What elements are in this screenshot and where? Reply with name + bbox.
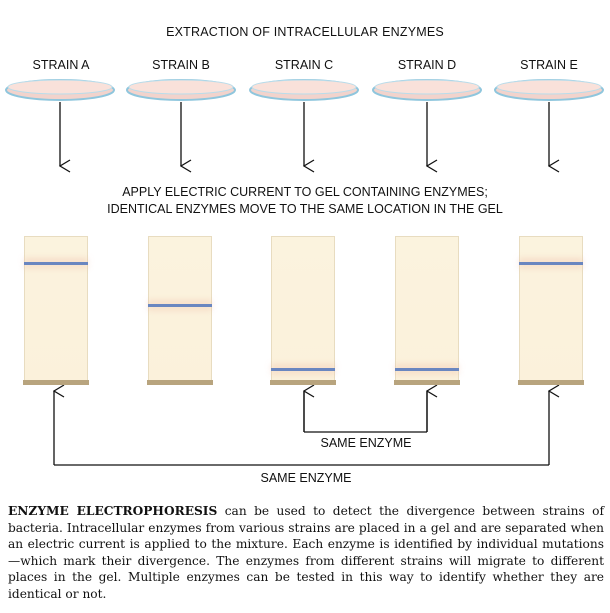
strain-label-d: STRAIN D [397,58,457,72]
gel-base-d [394,380,460,385]
gel-a [24,236,88,383]
gel-base-a [23,380,89,385]
gel-base-c [270,380,336,385]
bracket-inner [303,392,428,433]
gel-b [148,236,212,383]
petri-dish-d [372,79,482,101]
diagram-graphics [5,79,604,466]
strain-label-e: STRAIN E [520,58,578,72]
gel-c [271,236,335,383]
strain-label-c: STRAIN C [274,58,334,72]
gel-base-b [147,380,213,385]
caption-body: can be used to detect the divergence bet… [8,504,605,601]
instruction-text: APPLY ELECTRIC CURRENT TO GEL CONTAINING… [0,184,610,218]
same-enzyme-label-inner: SAME ENZYME [320,436,412,450]
gel-base-e [518,380,584,385]
petri-dish-c [249,79,359,101]
petri-dish-b [126,79,236,101]
enzyme-band-b [148,304,212,307]
enzyme-band-c [271,368,335,371]
enzyme-band-a [24,262,88,265]
enzyme-band-d [395,368,459,371]
same-enzyme-label-outer: SAME ENZYME [260,471,352,485]
gel-d [395,236,459,383]
diagram-title: EXTRACTION OF INTRACELLULAR ENZYMES [166,25,444,39]
gel-e [519,236,583,383]
caption-lead: ENZYME ELECTROPHORESIS [8,504,218,518]
enzyme-band-e [519,262,583,265]
strain-label-b: STRAIN B [152,58,210,72]
strain-label-a: STRAIN A [32,58,90,72]
petri-dish-a [5,79,115,101]
petri-dish-e [494,79,604,101]
figure-caption: ENZYME ELECTROPHORESIS can be used to de… [8,503,604,602]
instruction-line-1: APPLY ELECTRIC CURRENT TO GEL CONTAINING… [122,185,488,199]
instruction-line-2: IDENTICAL ENZYMES MOVE TO THE SAME LOCAT… [107,202,503,216]
